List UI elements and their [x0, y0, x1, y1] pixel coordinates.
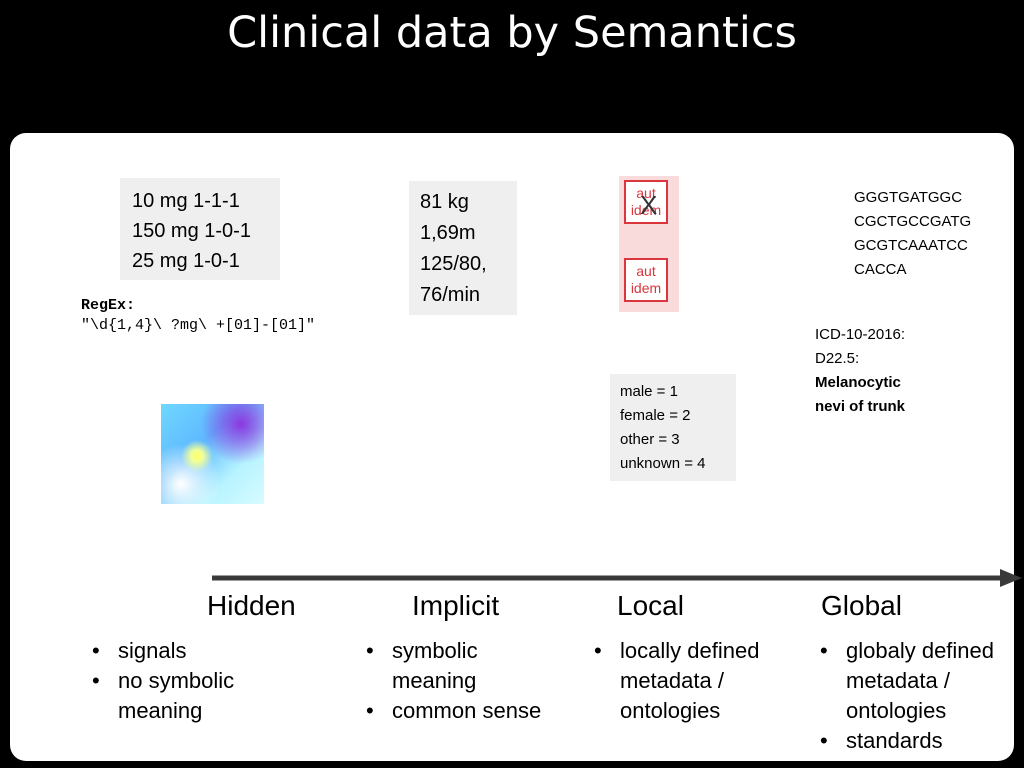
icd-description: nevi of trunk: [815, 398, 906, 415]
regex-label: RegEx:: [81, 297, 136, 314]
stamp-text: aut: [636, 185, 656, 201]
bullet-item: locally defined metadata / ontologies: [588, 636, 780, 726]
regex-block: RegEx: "\d{1,4}\ ?mg\ +[01]-[01]": [81, 296, 315, 336]
dosage-line: 10 mg 1-1-1: [132, 190, 240, 212]
bullet-item: no symbolic meaning: [86, 666, 268, 726]
gender-codes-box: male = 1 female = 2 other = 3 unknown = …: [610, 374, 736, 481]
dna-sequence: GGGTGATGGC CGCTGCCGATG GCGTCAAATCC CACCA: [854, 186, 971, 282]
dna-line: CGCTGCCGATG: [854, 213, 972, 230]
icd-code: D22.5:: [815, 350, 860, 367]
vitals-box: 81 kg 1,69m 125/80, 76/min: [409, 181, 517, 315]
bullet-list: locally defined metadata / ontologies: [588, 636, 818, 726]
bullet-item: standards: [814, 726, 1024, 756]
icd-code-block: ICD-10-2016: D22.5: Melanocytic nevi of …: [815, 323, 905, 419]
aut-idem-stamp: aut idem: [624, 258, 668, 302]
vitals-line: 1,69m: [420, 222, 476, 244]
slide-title: Clinical data by Semantics: [227, 8, 797, 58]
gender-code-line: other = 3: [620, 431, 680, 448]
bullet-item: common sense: [360, 696, 590, 726]
column-implicit: Implicit symbolic meaning common sense: [360, 590, 590, 726]
bullet-list: signals no symbolic meaning: [86, 636, 316, 726]
aut-idem-image: aut idem X aut idem: [619, 176, 679, 312]
semantics-axis-arrow: [212, 569, 1022, 587]
column-heading: Global: [821, 590, 902, 621]
gender-code-line: male = 1: [620, 383, 678, 400]
bullet-item: globaly defined metadata / ontologies: [814, 636, 1016, 726]
dosage-line: 25 mg 1-0-1: [132, 250, 240, 272]
bullet-item: symbolic meaning: [360, 636, 512, 696]
vitals-line: 76/min: [420, 284, 481, 306]
vitals-line: 81 kg: [420, 191, 469, 213]
aut-idem-stamp-crossed: aut idem: [624, 180, 668, 224]
column-global: Global globaly defined metadata / ontolo…: [814, 590, 1024, 756]
column-local: Local locally defined metadata / ontolog…: [588, 590, 818, 726]
dna-line: GGGTGATGGC: [854, 189, 963, 206]
gender-code-line: unknown = 4: [620, 455, 706, 472]
column-heading: Hidden: [207, 590, 296, 621]
column-hidden: Hidden signals no symbolic meaning: [86, 590, 316, 726]
stamp-text: idem: [630, 202, 662, 218]
gender-code-line: female = 2: [620, 407, 691, 424]
stamp-text: aut: [636, 263, 656, 279]
dna-line: GCGTCAAATCC: [854, 237, 968, 254]
dna-line: CACCA: [854, 261, 907, 278]
vitals-line: 125/80,: [420, 253, 487, 275]
regex-pattern: "\d{1,4}\ ?mg\ +[01]-[01]": [81, 317, 316, 334]
bullet-item: signals: [86, 636, 316, 666]
icd-description: Melanocytic: [815, 374, 901, 391]
icd-version: ICD-10-2016:: [815, 326, 906, 343]
cross-mark: X: [640, 190, 658, 220]
column-heading: Implicit: [412, 590, 500, 621]
dosage-line: 150 mg 1-0-1: [132, 220, 251, 242]
bullet-list: symbolic meaning common sense: [360, 636, 590, 726]
dosage-box: 10 mg 1-1-1 150 mg 1-0-1 25 mg 1-0-1: [120, 178, 280, 280]
stamp-text: idem: [630, 280, 662, 296]
signal-heatmap-image: [161, 404, 264, 504]
bullet-list: globaly defined metadata / ontologies st…: [814, 636, 1024, 756]
column-heading: Local: [617, 590, 684, 621]
